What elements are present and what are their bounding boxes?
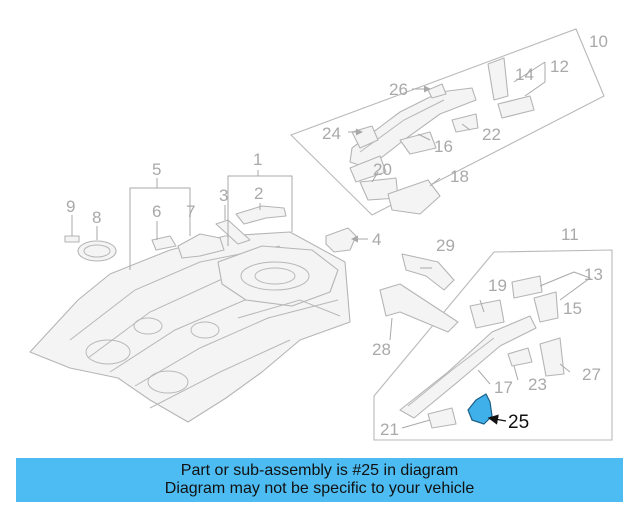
callout-29[interactable]: 29 [436,236,455,255]
callout-8[interactable]: 8 [92,208,101,227]
info-banner: Part or sub-assembly is #25 in diagram D… [16,458,623,502]
arch-29 [401,253,455,291]
callout-2[interactable]: 2 [254,184,263,203]
callout-23[interactable]: 23 [528,375,547,394]
callout-16[interactable]: 16 [434,137,453,156]
callout-28[interactable]: 28 [372,340,391,359]
callout-4[interactable]: 4 [372,230,381,249]
banner-line-disclaimer: Diagram may not be specific to your vehi… [164,480,475,497]
callout-20[interactable]: 20 [373,160,392,179]
crossmember-28 [379,283,459,333]
callout-15[interactable]: 15 [563,299,582,318]
callout-10[interactable]: 10 [589,32,608,51]
callout-12[interactable]: 12 [550,57,569,76]
callout-27[interactable]: 27 [582,365,601,384]
callout-25[interactable]: 25 [508,412,529,433]
rear-floor-pan [29,231,351,423]
callout-26[interactable]: 26 [389,80,408,99]
callout-21[interactable]: 21 [380,420,399,439]
bracket-parts-6-7 [151,233,225,259]
part-25-highlighted[interactable] [467,393,493,425]
callout-22[interactable]: 22 [482,125,501,144]
callout-6[interactable]: 6 [152,202,161,221]
callout-18[interactable]: 18 [450,167,469,186]
callout-5[interactable]: 5 [152,160,161,179]
banner-line-part-number: Part or sub-assembly is #25 in diagram [180,462,459,479]
part-8-ring [77,240,117,262]
bracket-parts-2-3 [215,205,287,245]
callout-13[interactable]: 13 [584,265,603,284]
callout-17[interactable]: 17 [494,378,513,397]
lower-right-group [373,249,613,441]
callout-7[interactable]: 7 [186,202,195,221]
callout-3[interactable]: 3 [219,186,228,205]
callout-9[interactable]: 9 [66,197,75,216]
part-4-bracket [325,227,357,253]
part-25-leader [487,414,507,425]
part-9-plug [64,235,80,243]
callout-24[interactable]: 24 [322,124,341,143]
callout-1[interactable]: 1 [253,150,262,169]
callout-11[interactable]: 11 [561,225,579,244]
callout-14[interactable]: 14 [515,65,534,84]
callout-19[interactable]: 19 [488,276,507,295]
